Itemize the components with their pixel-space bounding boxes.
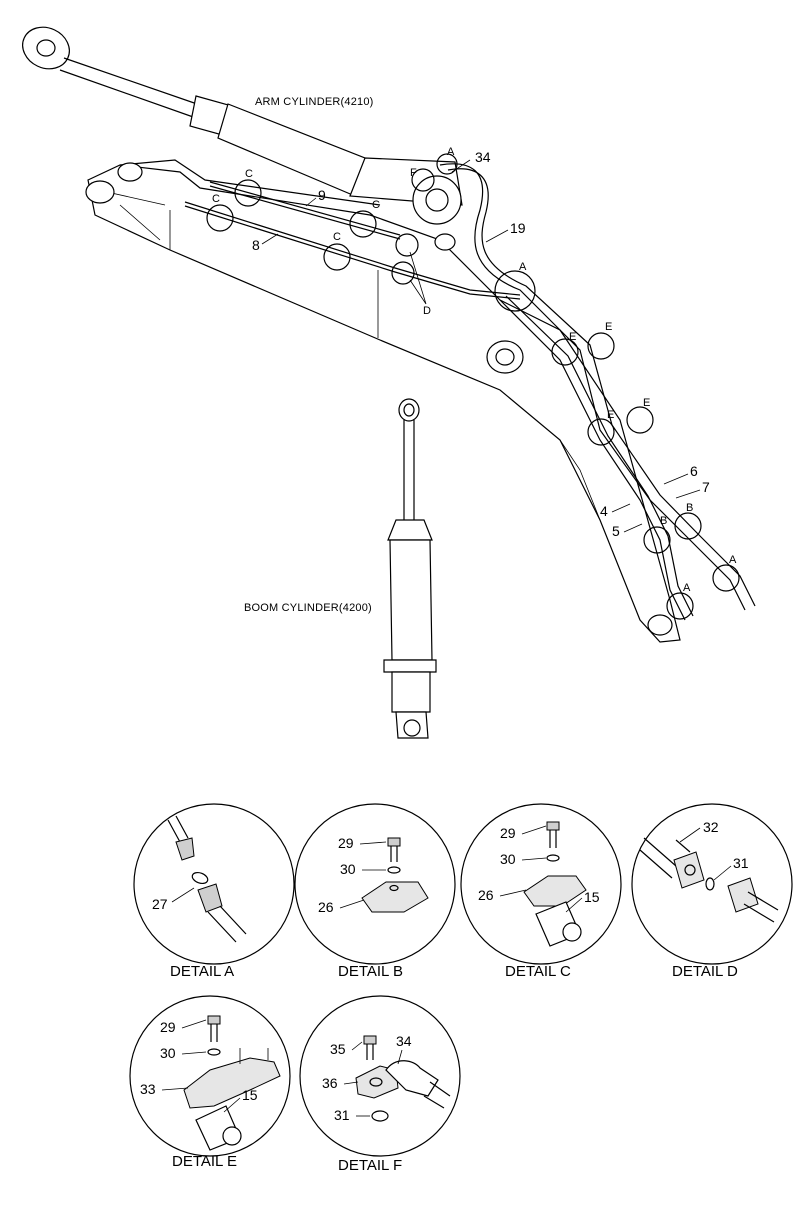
detail-b-part-30: 30 <box>340 861 356 877</box>
callout-9: 9 <box>318 187 326 203</box>
detail-b-part-29: 29 <box>338 835 354 851</box>
callout-8: 8 <box>252 237 260 253</box>
detail-b: 29 30 26 DETAIL B <box>294 803 456 980</box>
detail-c-part-15: 15 <box>584 889 600 905</box>
detail-c-part-30: 30 <box>500 851 516 867</box>
detail-f-part-35: 35 <box>330 1041 346 1057</box>
marker-E: E <box>643 397 650 409</box>
arm-cylinder-title: ARM CYLINDER(4210) <box>255 96 374 108</box>
detail-e-part-29: 29 <box>160 1019 176 1035</box>
callout-19: 19 <box>510 220 526 236</box>
detail-c-caption: DETAIL C <box>505 963 571 980</box>
arm-structure <box>85 159 681 643</box>
arm-cylinder <box>22 26 463 225</box>
detail-a-caption: DETAIL A <box>170 963 234 980</box>
callout-5: 5 <box>612 523 620 539</box>
detail-f-part-34: 34 <box>396 1033 412 1049</box>
marker-F: F <box>410 167 417 179</box>
detail-e-caption: DETAIL E <box>172 1153 237 1170</box>
detail-b-part-26: 26 <box>318 899 334 915</box>
marker-C: C <box>372 199 380 211</box>
marker-B: B <box>686 502 693 514</box>
marker-E: E <box>605 321 612 333</box>
marker-E: E <box>607 409 614 421</box>
detail-b-caption: DETAIL B <box>338 963 403 980</box>
marker-C: C <box>245 168 253 180</box>
detail-e: 29 30 33 15 DETAIL E <box>129 995 291 1170</box>
marker-A: A <box>447 146 455 158</box>
detail-d-part-32: 32 <box>703 819 719 835</box>
detail-a: 27 DETAIL A <box>133 803 295 980</box>
marker-A: A <box>519 261 527 273</box>
detail-e-part-33: 33 <box>140 1081 156 1097</box>
marker-E: E <box>569 331 576 343</box>
marker-A: A <box>683 582 691 594</box>
hydraulic-pipes <box>184 163 756 621</box>
detail-a-part-27: 27 <box>152 896 168 912</box>
detail-d-caption: DETAIL D <box>672 963 738 980</box>
boom-cylinder-title: BOOM CYLINDER(4200) <box>244 602 372 614</box>
marker-A: A <box>729 554 737 566</box>
detail-markers <box>206 153 740 620</box>
detail-f-part-31: 31 <box>334 1107 350 1123</box>
detail-e-part-30: 30 <box>160 1045 176 1061</box>
detail-f-part-36: 36 <box>322 1075 338 1091</box>
detail-d-part-31: 31 <box>733 855 749 871</box>
marker-D: D <box>423 305 431 317</box>
detail-f: 35 34 36 31 DETAIL F <box>299 995 461 1174</box>
detail-c-part-29: 29 <box>500 825 516 841</box>
detail-d: 32 31 DETAIL D <box>631 803 793 980</box>
marker-C: C <box>212 193 220 205</box>
callout-34: 34 <box>475 149 491 165</box>
detail-e-part-15: 15 <box>242 1087 258 1103</box>
detail-c: 29 30 26 15 DETAIL C <box>460 803 622 980</box>
marker-B: B <box>660 515 667 527</box>
marker-C: C <box>333 231 341 243</box>
boom-cylinder <box>383 398 437 739</box>
callout-6: 6 <box>690 463 698 479</box>
detail-c-part-26: 26 <box>478 887 494 903</box>
callout-7: 7 <box>702 479 710 495</box>
detail-f-caption: DETAIL F <box>338 1157 402 1174</box>
callout-4: 4 <box>600 503 608 519</box>
